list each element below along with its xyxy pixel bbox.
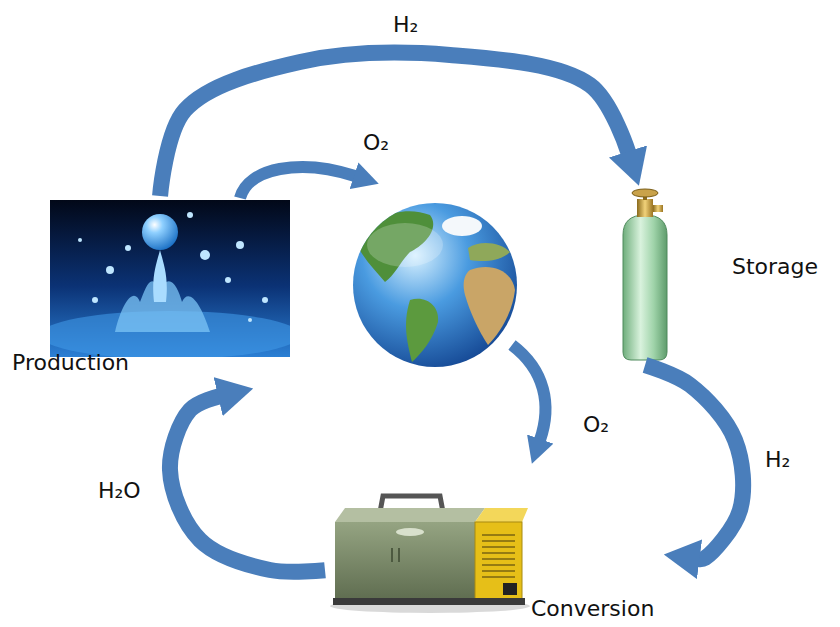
- ice-cap: [442, 216, 482, 236]
- storage-node: Storage: [612, 182, 834, 365]
- grille-line: [482, 570, 515, 572]
- oxygen-arrow: [512, 345, 545, 440]
- flow-arrow: [160, 53, 628, 196]
- device-port: [503, 583, 517, 595]
- droplet: [200, 250, 210, 260]
- flow-label: H₂: [765, 447, 790, 473]
- continent: [406, 299, 438, 362]
- device-panel: [475, 522, 522, 600]
- flow-label: H₂: [393, 12, 418, 38]
- droplet: [78, 238, 82, 242]
- grille-line: [482, 546, 515, 548]
- globe-ocean: [353, 203, 517, 367]
- gas-label: O₂: [583, 412, 609, 438]
- device-logo: [396, 528, 424, 536]
- earth-globe: [353, 203, 517, 367]
- panel-top: [475, 508, 528, 522]
- splash-column: [153, 250, 167, 302]
- node-label: Storage: [732, 254, 818, 280]
- panel-grille: [482, 535, 515, 577]
- globe-highlight: [367, 223, 443, 267]
- valve-outlet: [653, 205, 663, 212]
- valve-knob: [632, 189, 658, 197]
- gas-cylinder: [623, 189, 667, 360]
- device-shadow: [330, 599, 530, 613]
- oxygen-arrow: [240, 167, 355, 198]
- gas-label: O₂: [363, 130, 389, 156]
- continent: [464, 267, 515, 345]
- continents: [355, 211, 515, 362]
- conversion-node: Conversion: [325, 490, 665, 626]
- water-drop: [142, 214, 178, 250]
- grille-line: [482, 564, 515, 566]
- droplet: [236, 241, 244, 249]
- device-base: [333, 598, 525, 605]
- droplet: [225, 277, 231, 283]
- droplet: [262, 297, 268, 303]
- grille-line: [482, 576, 515, 578]
- fuel-cell-device: [330, 496, 530, 613]
- node-label: Conversion: [531, 596, 654, 622]
- device-body: [335, 522, 475, 600]
- droplet: [248, 318, 252, 322]
- node-label: Production: [12, 350, 129, 376]
- droplet: [92, 297, 98, 303]
- device-top: [335, 508, 485, 522]
- grille-line: [482, 552, 515, 554]
- flow-arrow: [170, 396, 325, 571]
- grille-line: [482, 540, 515, 542]
- grille-line: [482, 558, 515, 560]
- flow-arrow: [645, 365, 743, 559]
- device-vent: [398, 548, 400, 562]
- cylinder-valve: [637, 199, 653, 217]
- continent: [468, 243, 510, 261]
- cylinder-body: [623, 215, 667, 360]
- flow-label: H₂O: [98, 478, 141, 504]
- droplet: [187, 212, 193, 218]
- grille-line: [482, 534, 515, 536]
- device-vent: [391, 548, 393, 562]
- droplet: [125, 245, 131, 251]
- water-picture: [50, 200, 290, 357]
- production-node: Production: [8, 196, 296, 382]
- droplet: [106, 266, 114, 274]
